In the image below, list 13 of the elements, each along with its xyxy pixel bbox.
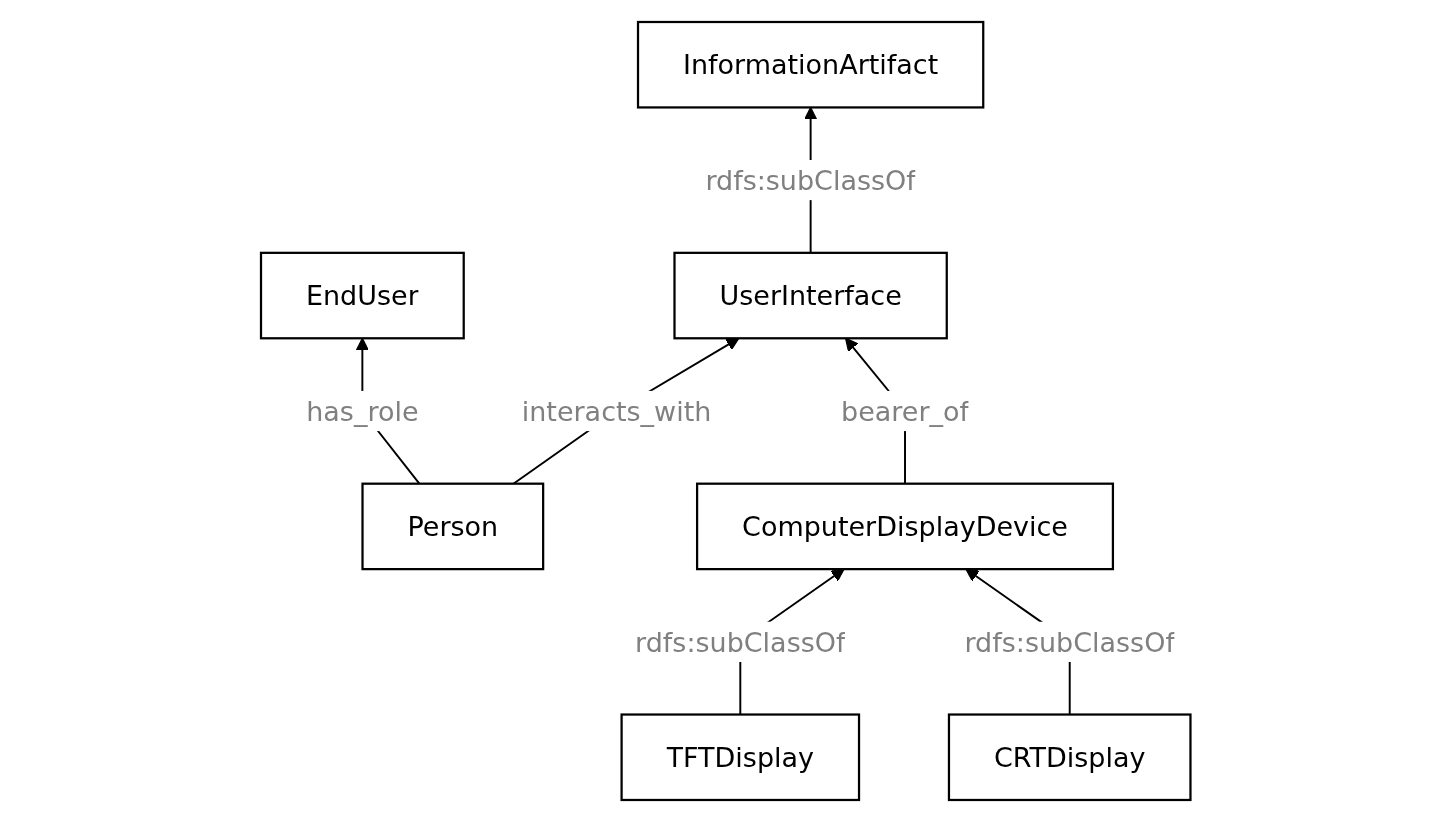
node-box: EndUser [259, 251, 465, 340]
node-box: ComputerDisplayDevice [695, 482, 1114, 571]
node-box: CRTDisplay [947, 713, 1192, 802]
node-box: TFTDisplay [620, 713, 860, 802]
node-box: Person [361, 482, 545, 571]
node-box: InformationArtifact [636, 20, 985, 109]
edge-label: has_role [305, 395, 419, 427]
edge-label: rdfs:subClassOf [634, 626, 846, 658]
edge-label: rdfs:subClassOf [705, 164, 916, 196]
edge-label: interacts_with [521, 395, 712, 427]
edge-label: rdfs:subClassOf [964, 626, 1175, 658]
node-box: UserInterface [673, 251, 948, 340]
edge-label: bearer_of [840, 395, 969, 427]
